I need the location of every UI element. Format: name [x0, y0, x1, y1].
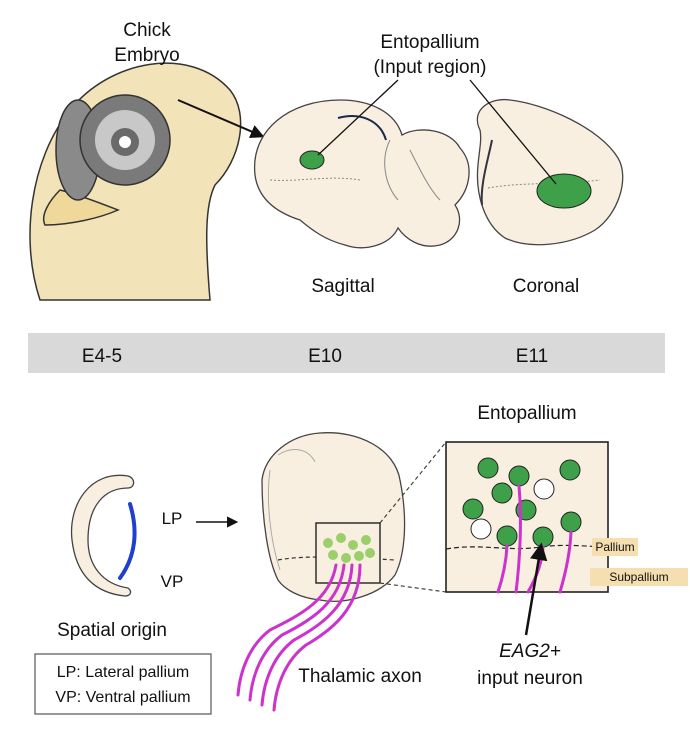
- entopallium-inset-title: Entopallium: [477, 403, 576, 424]
- eag2-pointer-arrow: [524, 542, 548, 636]
- vp-label: VP: [161, 572, 184, 591]
- legend-vp: VP: Ventral pallium: [55, 689, 190, 706]
- lp-label: LP: [162, 509, 183, 528]
- coronal-entopallium: [536, 173, 592, 209]
- spatial-origin-label: Spatial origin: [57, 620, 167, 641]
- sagittal-brain: [253, 99, 470, 249]
- pallium-tag-bg: [592, 538, 638, 556]
- thalamic-axons: [236, 563, 362, 712]
- timeline-band: [28, 333, 665, 373]
- head-to-brain-arrow: [177, 99, 265, 139]
- subpallium-tag-bg: [590, 568, 688, 586]
- entopallium-inset: [445, 441, 609, 594]
- zoom-line-bottom: [379, 582, 447, 593]
- eag2-label-line1: EAG2+: [499, 641, 561, 662]
- stage-e11: E11: [516, 346, 548, 367]
- legend-lp: LP: Lateral pallium: [57, 664, 190, 681]
- chick-head-illustration: [29, 62, 242, 301]
- chick-label-line2: Embryo: [114, 45, 179, 66]
- e4-5-neural-tube: [70, 474, 137, 597]
- e10-brain-section: [261, 432, 406, 602]
- stage-e10: E10: [308, 346, 342, 367]
- legend-box: [34, 653, 212, 715]
- sagittal-entopallium: [299, 150, 325, 170]
- coronal-label: Coronal: [513, 276, 580, 297]
- stage-e4-5: E4-5: [82, 346, 122, 367]
- entopallium-label-line2: (Input region): [373, 57, 486, 78]
- entopallium-pointer-sagittal: [317, 79, 399, 156]
- coronal-section: [476, 98, 624, 246]
- entopallium-label-line1: Entopallium: [380, 32, 479, 53]
- subpallium-tag: Subpallium: [609, 570, 668, 584]
- chick-label-line1: Chick: [123, 20, 171, 41]
- zoom-line-top: [379, 441, 447, 524]
- sagittal-label: Sagittal: [311, 276, 374, 297]
- eag2-label-line2: input neuron: [477, 668, 583, 689]
- pallium-tag: Pallium: [595, 540, 634, 554]
- entopallium-pointer-coronal: [469, 79, 557, 185]
- thalamic-axon-label: Thalamic axon: [298, 666, 422, 687]
